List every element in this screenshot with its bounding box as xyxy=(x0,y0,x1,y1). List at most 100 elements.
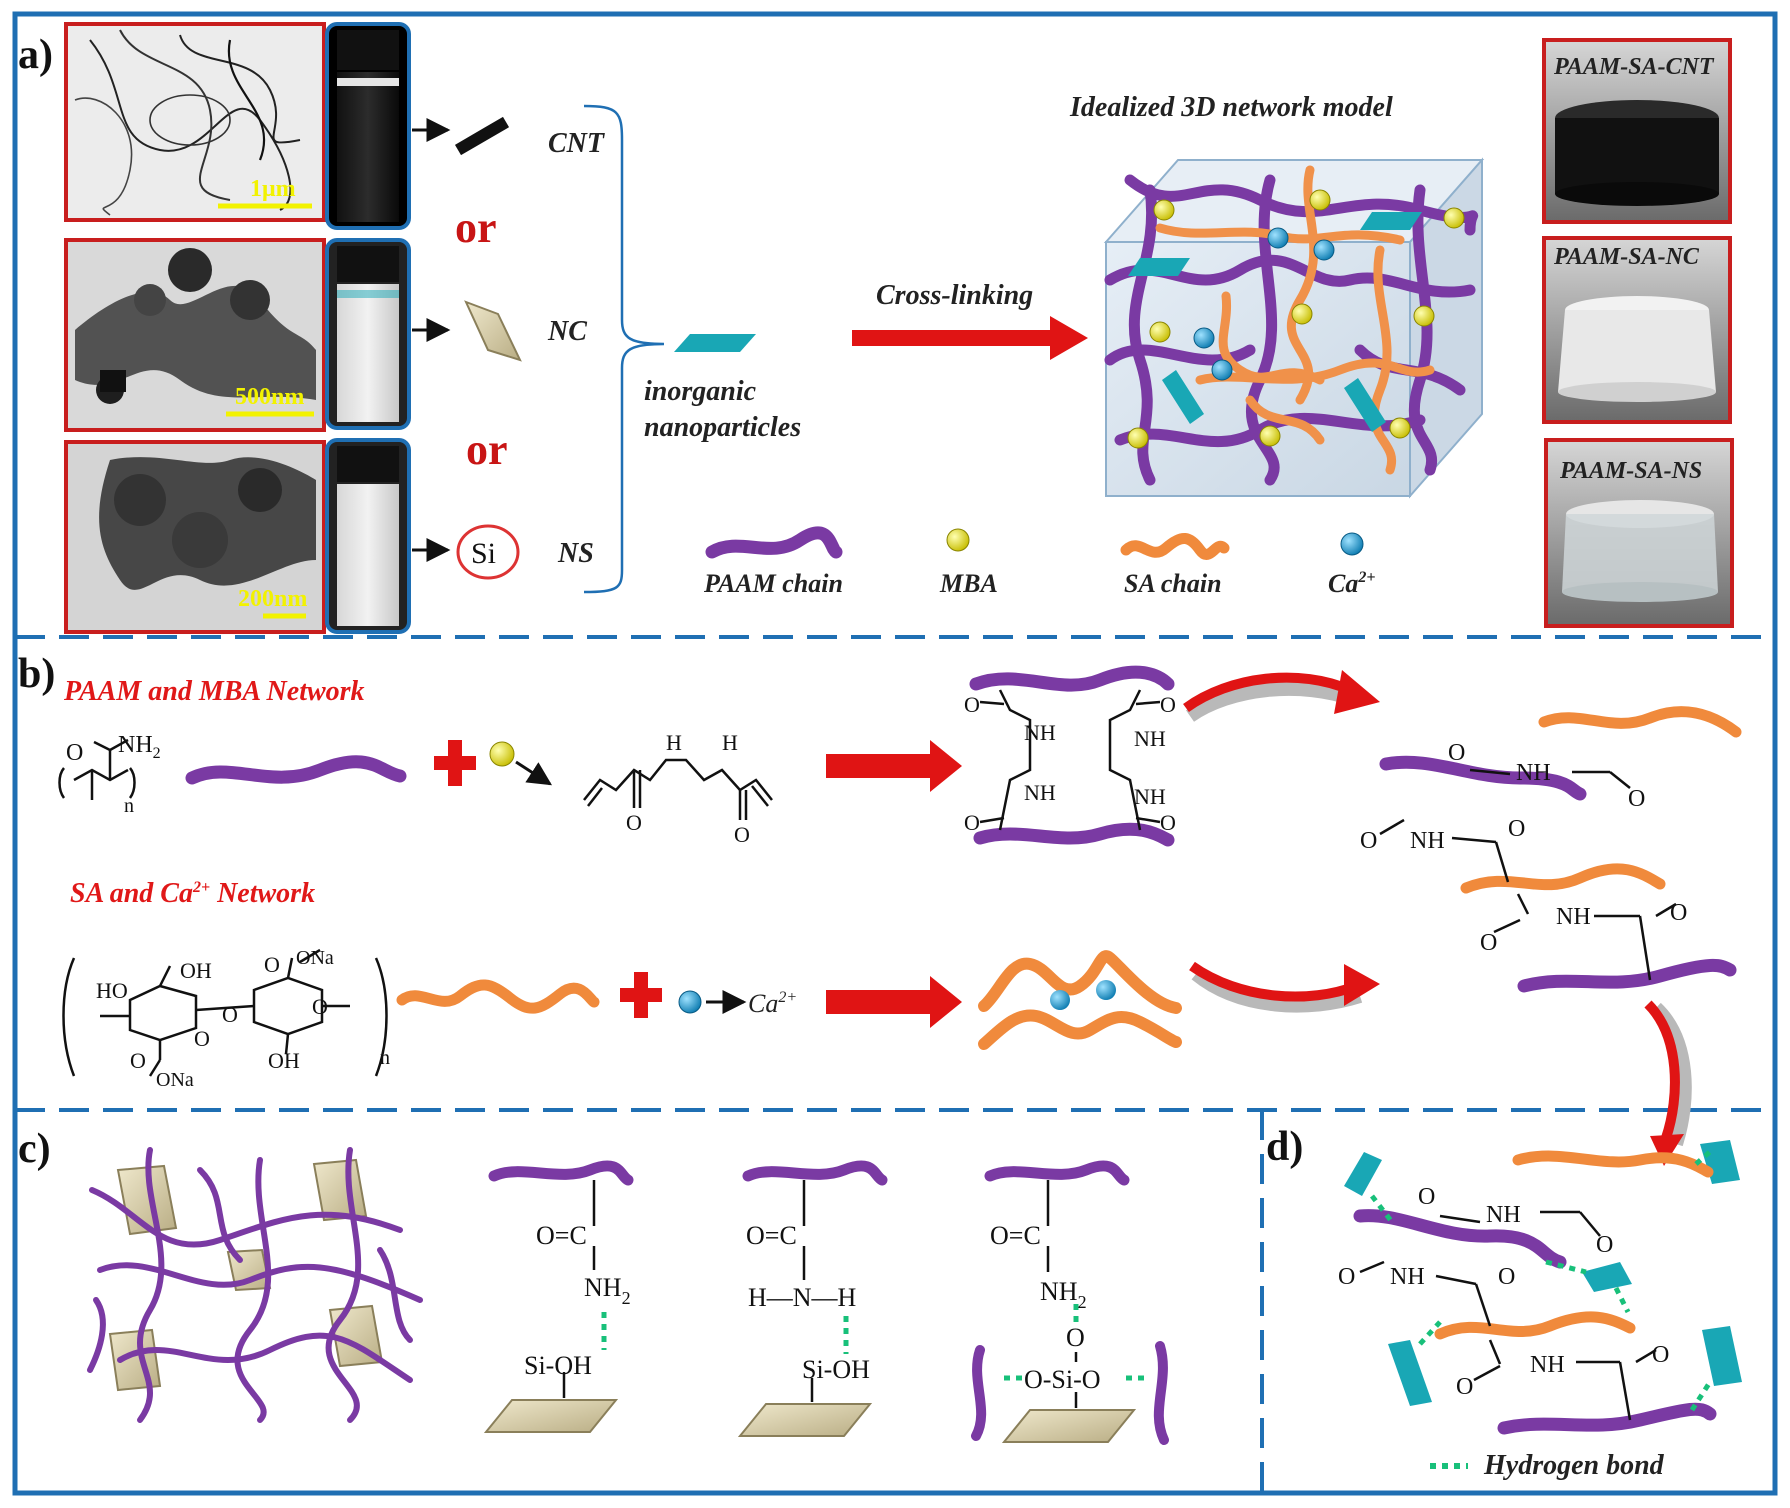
sa-n: n xyxy=(380,1047,390,1069)
sa-oh2: OH xyxy=(268,1048,300,1073)
sa-oh1: OH xyxy=(180,958,212,983)
red-arrow-b1 xyxy=(826,740,962,792)
sa-ring-o1: O xyxy=(194,1026,210,1051)
comb-o4: O xyxy=(1508,816,1525,842)
sa-ho: HO xyxy=(96,978,128,1003)
c2-sioh: Si-OH xyxy=(802,1355,870,1384)
tem-image-cnt: 1μm xyxy=(64,22,326,222)
legend-ca-label: Ca2+ xyxy=(1328,569,1375,598)
legend-mba-label: MBA xyxy=(939,569,998,598)
b-prod-o2: O xyxy=(964,810,980,835)
vial-ns xyxy=(325,438,411,634)
arrow-to-mba xyxy=(515,760,553,786)
panel-label-b: b) xyxy=(18,651,55,697)
d-o4: O xyxy=(1498,1264,1515,1290)
scale-bar-label-2: 500nm xyxy=(235,384,304,410)
legend-paam-swatch xyxy=(705,526,843,559)
panel-label-c: c) xyxy=(18,1126,51,1172)
mba-h1: H xyxy=(666,730,682,755)
comb-o1: O xyxy=(1448,740,1465,766)
crosslinking-label: Cross-linking xyxy=(876,280,1033,311)
d-o1: O xyxy=(1418,1184,1435,1210)
d-nh3: NH xyxy=(1530,1352,1565,1378)
scale-bar-label-3: 200nm xyxy=(238,586,307,612)
photo-label-3: PAAM-SA-NS xyxy=(1559,458,1702,484)
photo-label-1: PAAM-SA-CNT xyxy=(1553,54,1715,80)
panel-label-a: a) xyxy=(18,32,53,78)
c3-o: O xyxy=(1066,1323,1085,1352)
mba-o2: O xyxy=(734,822,750,847)
material-label-cnt: CNT xyxy=(548,128,606,159)
c1-nh2: NH2 xyxy=(584,1273,631,1308)
comb-o5: O xyxy=(1480,930,1497,956)
model-title: Idealized 3D network model xyxy=(1069,92,1393,123)
panel-label-d: d) xyxy=(1266,1124,1303,1170)
b-prod-nh3: NH xyxy=(1134,726,1166,751)
paam-n: n xyxy=(124,795,134,817)
b-prod-nh4: NH xyxy=(1134,784,1166,809)
c1-oc: O=C xyxy=(536,1221,587,1250)
mba-structure xyxy=(583,758,773,820)
nc-plate-icon xyxy=(464,300,522,362)
c-structure-3: O=C NH2 O O-Si-O xyxy=(971,1160,1169,1445)
ca-label-b: Ca2+ xyxy=(748,989,797,1018)
material-label-ns: NS xyxy=(557,538,594,569)
photo-paam-sa-ns: PAAM-SA-NS xyxy=(1544,438,1734,628)
c3-nh2: NH2 xyxy=(1040,1277,1087,1312)
legend-paam-label: PAAM chain xyxy=(703,569,843,598)
red-arrow-b2 xyxy=(826,976,962,1028)
sa-o1: O xyxy=(264,952,280,977)
sa-ona1: ONa xyxy=(296,947,334,969)
hbond-network: O NH O O NH O O NH O xyxy=(1338,1140,1742,1435)
c2-hnh: H—N—H xyxy=(748,1283,857,1312)
vial-nc xyxy=(325,238,411,430)
material-label-nc: NC xyxy=(547,316,587,347)
paam-nh2: NH2 xyxy=(118,732,161,762)
nanoparticles-label: nanoparticles xyxy=(644,412,801,443)
inorganic-label: inorganic xyxy=(644,376,757,407)
curved-arrow-top xyxy=(1183,670,1380,722)
mba-o1: O xyxy=(626,810,642,835)
d-nh1: NH xyxy=(1486,1202,1521,1228)
photo-paam-sa-nc: PAAM-SA-NC xyxy=(1542,236,1732,424)
d-o3: O xyxy=(1338,1264,1355,1290)
b-prod-nh1: NH xyxy=(1024,720,1056,745)
or-label-2: or xyxy=(466,425,508,474)
plus-icon-2 xyxy=(620,972,662,1018)
c-structure-2: O=C H—N—H Si-OH xyxy=(737,1160,888,1437)
b-prod-o4: O xyxy=(1160,810,1176,835)
sa-ring-o2: O xyxy=(312,994,328,1019)
curved-arrow-down xyxy=(1644,1000,1692,1166)
tem-image-nc: 500nm xyxy=(64,238,326,432)
paam-chain-b1 xyxy=(185,755,407,785)
crosslinking-arrow xyxy=(852,316,1088,360)
legend-sa-label: SA chain xyxy=(1124,569,1222,598)
mba-h2: H xyxy=(722,730,738,755)
cnt-rod-icon xyxy=(454,116,510,156)
comb-o2: O xyxy=(1628,786,1645,812)
hbond-label: Hydrogen bond xyxy=(1483,1450,1665,1481)
sa-ca-title: SA and Ca2+ Network xyxy=(70,878,315,909)
si-circle-icon: Si xyxy=(456,524,520,580)
c-structure-1: O=C NH2 Si-OH xyxy=(483,1160,634,1433)
combined-network: O NH O O NH O O NH O xyxy=(1360,706,1742,993)
legend-sa-swatch xyxy=(1120,533,1230,560)
b-prod-nh2: NH xyxy=(1024,780,1056,805)
photo-label-2: PAAM-SA-NC xyxy=(1553,244,1700,270)
comb-o6: O xyxy=(1670,900,1687,926)
scale-bar-label-1: 1μm xyxy=(250,176,296,202)
hbond-legend: Hydrogen bond xyxy=(1430,1450,1665,1481)
paam-structure xyxy=(58,738,136,800)
mba-dot-b xyxy=(489,741,515,767)
c2-oc: O=C xyxy=(746,1221,797,1250)
comb-o3: O xyxy=(1360,828,1377,854)
c1-sioh: Si-OH xyxy=(524,1351,592,1380)
b-prod-o3: O xyxy=(1160,692,1176,717)
nc-network-illustration xyxy=(87,1147,423,1423)
nanoparticle-icon xyxy=(674,334,756,352)
comb-nh1: NH xyxy=(1516,760,1551,786)
tem-image-ns: 200nm xyxy=(64,440,326,634)
d-o6: O xyxy=(1652,1342,1669,1368)
network-cube xyxy=(1103,157,1485,499)
